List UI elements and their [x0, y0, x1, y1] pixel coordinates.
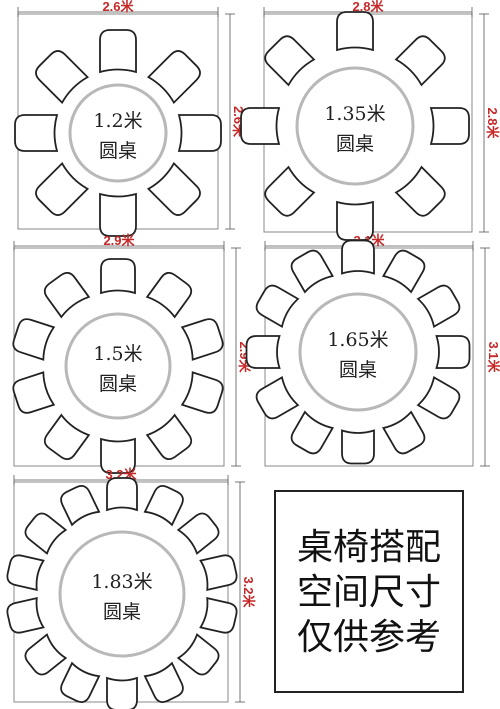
chair	[255, 284, 300, 328]
chair	[199, 554, 238, 592]
width-label: 2.8米	[352, 0, 384, 14]
table-type-label: 圆桌	[99, 373, 137, 395]
reference-note-box: 桌椅搭配 空间尺寸 仅供参考	[274, 490, 464, 693]
chair	[12, 371, 56, 414]
chair	[100, 437, 136, 474]
chair	[416, 376, 461, 420]
chair	[255, 376, 300, 420]
note-line-1: 桌椅搭配	[296, 527, 441, 568]
chair	[435, 335, 471, 369]
chair	[106, 676, 138, 709]
width-label: 2.6米	[102, 0, 134, 14]
round-table	[298, 292, 418, 412]
chair	[106, 477, 138, 512]
chair	[24, 512, 68, 555]
table-size-label: 1.5米	[93, 343, 142, 365]
table-size-label: 1.2米	[93, 110, 142, 132]
chair	[199, 596, 238, 634]
table-type-label: 圆桌	[339, 359, 377, 381]
chair	[24, 633, 68, 676]
chair	[146, 50, 201, 105]
chair	[264, 165, 316, 217]
chair	[43, 413, 91, 461]
depth-label: 3.1米	[486, 341, 500, 373]
chair	[290, 249, 334, 294]
chair	[145, 413, 193, 461]
depth-label: 3.2米	[241, 576, 256, 608]
chair	[176, 633, 220, 676]
table-size-label: 1.35米	[324, 103, 385, 125]
chair	[35, 50, 90, 105]
note-line-3: 仅供参考	[296, 617, 441, 658]
table-type-label: 圆桌	[103, 601, 141, 623]
chair	[146, 161, 201, 216]
chair	[145, 271, 193, 319]
chair	[143, 485, 184, 527]
chair	[176, 512, 220, 555]
chair	[99, 29, 137, 74]
note-line-2: 空间尺寸	[296, 572, 441, 613]
chair	[336, 200, 374, 241]
round-table	[295, 66, 415, 186]
chair	[180, 318, 224, 361]
chair	[394, 165, 446, 217]
chair	[35, 161, 90, 216]
chair	[60, 661, 101, 703]
width-label: 2.9米	[103, 233, 135, 248]
table-type-label: 圆桌	[99, 140, 137, 162]
round-table	[58, 530, 186, 658]
chair	[60, 485, 101, 527]
chair	[290, 410, 334, 455]
chair	[341, 429, 375, 465]
chair	[12, 318, 56, 361]
chair	[180, 371, 224, 414]
chair	[177, 114, 222, 152]
chair	[14, 114, 59, 152]
chair	[6, 596, 45, 634]
depth-label: 2.8米	[485, 107, 500, 139]
table-type-label: 圆桌	[336, 133, 374, 155]
chair	[341, 239, 375, 275]
chair	[429, 107, 470, 145]
chair	[240, 107, 281, 145]
layouts-layer: 2.6米2.6米1.2米圆桌2.8米2.8米1.35米圆桌2.9米2.9米1.5…	[6, 0, 500, 709]
chair	[43, 271, 91, 319]
table-size-label: 1.83米	[91, 571, 152, 593]
chair	[99, 192, 137, 237]
chair	[416, 284, 461, 328]
chair	[394, 35, 446, 87]
round-table	[64, 312, 172, 420]
chair	[143, 661, 184, 703]
round-table	[68, 83, 168, 183]
chair	[245, 335, 281, 369]
chair	[100, 258, 136, 295]
chair	[6, 554, 45, 592]
chair	[336, 11, 374, 52]
table-size-label: 1.65米	[327, 329, 388, 351]
chair	[382, 249, 426, 294]
chair	[264, 35, 316, 87]
chair	[382, 410, 426, 455]
